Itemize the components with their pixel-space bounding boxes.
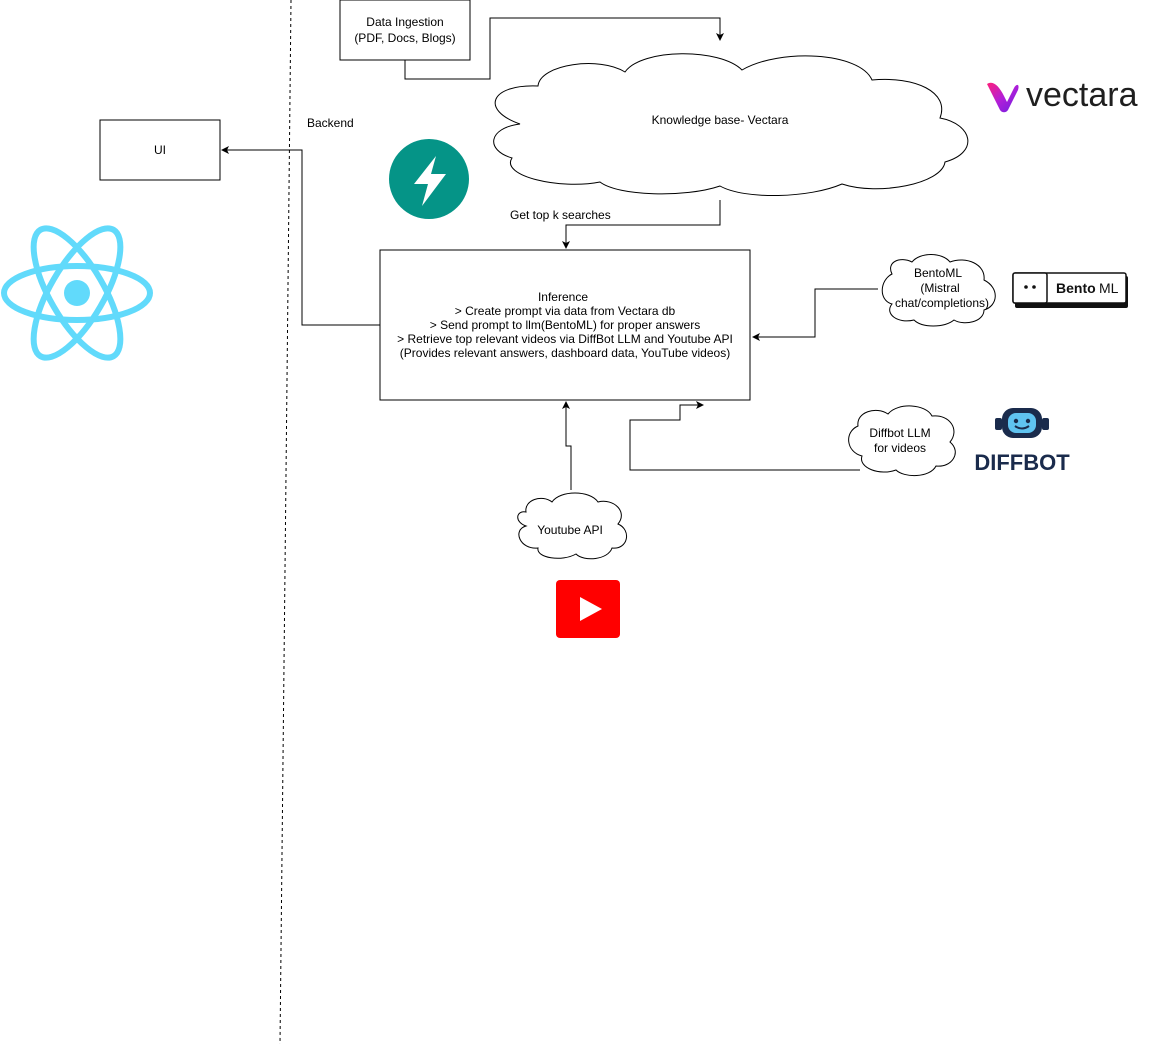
diffbot-cloud[interactable]: Diffbot LLM for videos — [848, 405, 956, 476]
fastapi-bolt-icon — [389, 139, 469, 219]
inference-to-ui-arrow — [221, 146, 380, 326]
bentoml-to-inference-arrow — [752, 288, 878, 341]
bentoml-cloud-line-1: (Mistral — [920, 281, 959, 295]
ui-label: UI — [154, 143, 166, 157]
youtube-api-label: Youtube API — [537, 523, 603, 537]
youtube-api-cloud[interactable]: Youtube API — [517, 492, 627, 560]
vectara-logo-icon: vectara — [987, 76, 1138, 114]
inference-line-3: > Retrieve top relevant videos via DiffB… — [397, 332, 733, 346]
bentoml-logo-light: ML — [1099, 280, 1119, 296]
inference-node[interactable]: Inference > Create prompt via data from … — [379, 249, 751, 401]
data-ingestion-title: Data Ingestion — [366, 15, 443, 29]
inference-line-2: > Send prompt to llm(BentoML) for proper… — [430, 318, 700, 332]
diffbot-to-inference-arrow — [629, 401, 860, 471]
top-k-label: Get top k searches — [510, 208, 611, 222]
diffbot-cloud-title: Diffbot LLM — [869, 426, 930, 440]
inference-line-4: (Provides relevant answers, dashboard da… — [400, 346, 730, 360]
knowledge-base-label: Knowledge base- Vectara — [652, 113, 789, 127]
diffbot-cloud-line-1: for videos — [874, 441, 926, 455]
ingestion-to-kb-arrow — [404, 17, 724, 80]
bentoml-cloud[interactable]: BentoML (Mistral chat/completions) — [881, 254, 996, 327]
youtube-to-inference-arrow — [562, 401, 572, 490]
bentoml-logo-bold: Bento — [1056, 280, 1096, 296]
kb-to-inference-arrow — [562, 200, 721, 249]
bentoml-cloud-line-2: chat/completions) — [895, 296, 989, 310]
inference-title: Inference — [538, 290, 588, 304]
data-ingestion-subtitle: (PDF, Docs, Blogs) — [354, 31, 455, 45]
youtube-play-icon — [556, 580, 620, 638]
diffbot-wordmark: DIFFBOT — [974, 450, 1070, 475]
react-logo-icon — [1, 225, 153, 361]
diffbot-robot-icon: DIFFBOT — [974, 408, 1070, 475]
backend-label: Backend — [307, 116, 354, 130]
bentoml-cloud-title: BentoML — [914, 266, 962, 280]
bentoml-logo-icon: Bento ML — [1012, 272, 1128, 308]
frontend-backend-divider — [279, 0, 292, 1044]
inference-line-1: > Create prompt via data from Vectara db — [455, 304, 676, 318]
data-ingestion-node[interactable]: Data Ingestion (PDF, Docs, Blogs) — [339, 0, 471, 61]
ui-node[interactable]: UI — [99, 119, 221, 181]
knowledge-base-cloud[interactable]: Knowledge base- Vectara — [493, 53, 969, 196]
vectara-wordmark: vectara — [1026, 76, 1138, 114]
